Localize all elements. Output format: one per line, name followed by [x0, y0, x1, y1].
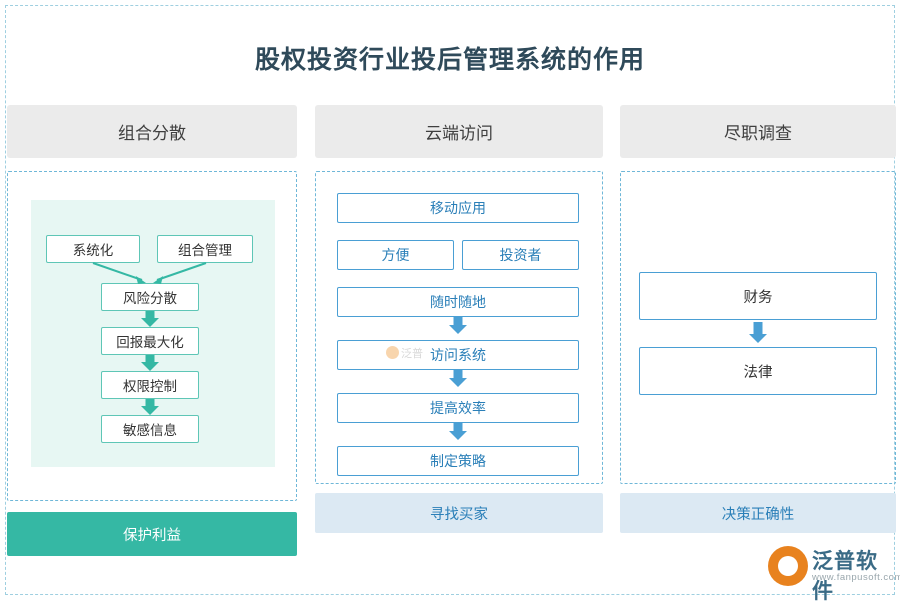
arrow-down-auth-to-sens	[141, 399, 159, 415]
column-header: 云端访问	[315, 105, 603, 158]
brand-logo: 泛普软件 www.fanpusoft.com	[766, 543, 900, 603]
page-title: 股权投资行业投后管理系统的作用	[254, 46, 645, 74]
column-header: 尽职调查	[620, 105, 896, 158]
box-sensitive-information[interactable]: 敏感信息	[101, 415, 199, 443]
logo-mark-icon	[768, 546, 808, 586]
box-access-system[interactable]: 访问系统	[337, 340, 579, 370]
column-footer[interactable]: 保护利益	[7, 512, 297, 556]
box-improve-efficiency[interactable]: 提高效率	[337, 393, 579, 423]
box-portfolio-management[interactable]: 组合管理	[157, 235, 253, 263]
arrow-down-risk-to-return	[141, 311, 159, 327]
column-due-diligence: 尽职调查 财务 法律 决策正确性	[620, 105, 896, 533]
box-convenient[interactable]: 方便	[337, 240, 454, 270]
column-footer[interactable]: 寻找买家	[315, 493, 603, 533]
column-body: 移动应用 方便 投资者 随时随地 访问系统 提高效率 制定策略	[315, 171, 603, 484]
arrow-down-return-to-auth	[141, 355, 159, 371]
column-body: 财务 法律	[620, 171, 896, 484]
box-return-maximization[interactable]: 回报最大化	[101, 327, 199, 355]
logo-brand-name: 泛普软件	[812, 550, 878, 603]
box-investor[interactable]: 投资者	[462, 240, 579, 270]
center-watermark: 泛普	[386, 345, 423, 361]
box-risk-diversification[interactable]: 风险分散	[101, 283, 199, 311]
column-footer[interactable]: 决策正确性	[620, 493, 896, 533]
box-legal[interactable]: 法律	[639, 347, 877, 395]
watermark-dot-icon	[386, 346, 399, 359]
box-formulate-strategy[interactable]: 制定策略	[337, 446, 579, 476]
arrow-down-anytime-to-access	[449, 317, 467, 334]
page-border	[5, 5, 895, 595]
box-anytime-anywhere[interactable]: 随时随地	[337, 287, 579, 317]
logo-domain: www.fanpusoft.com	[812, 572, 900, 583]
box-finance[interactable]: 财务	[639, 272, 877, 320]
arrow-down-efficiency-to-strategy	[449, 423, 467, 440]
column-header: 组合分散	[7, 105, 297, 158]
arrow-down-finance-to-legal	[749, 320, 767, 347]
arrow-diagonal-group	[92, 262, 207, 284]
box-systematization[interactable]: 系统化	[46, 235, 140, 263]
arrow-down-access-to-efficiency	[449, 370, 467, 387]
box-permission-control[interactable]: 权限控制	[101, 371, 199, 399]
box-mobile-app[interactable]: 移动应用	[337, 193, 579, 223]
column-cloud-access: 云端访问 移动应用 方便 投资者 随时随地 访问系统 提高效率 制定策略 寻找买…	[315, 105, 603, 533]
